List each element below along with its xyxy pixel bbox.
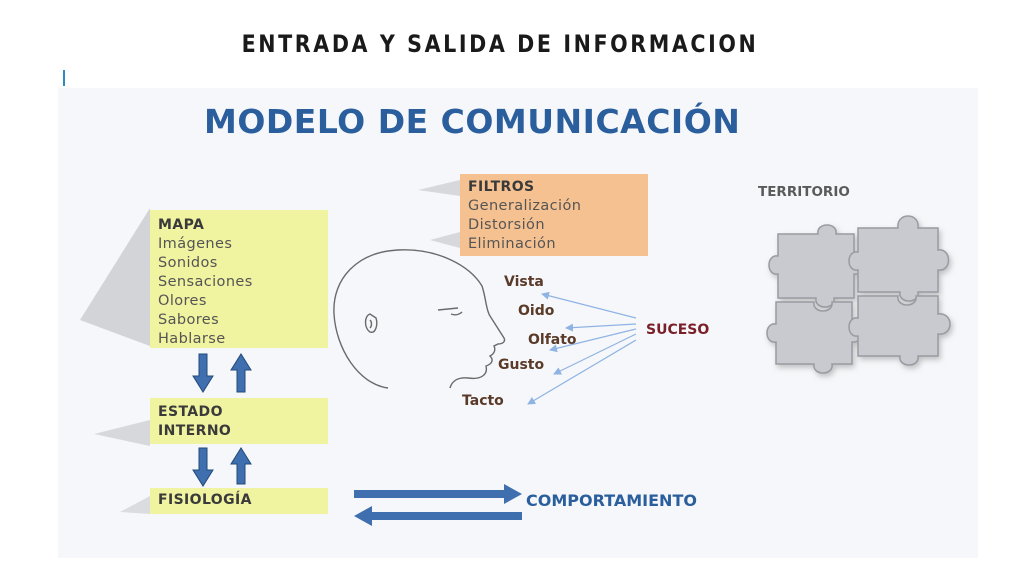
diagram-graphics [192, 215, 951, 526]
head-profile-icon [333, 249, 506, 389]
territorio-label: TERRITORIO [758, 184, 850, 200]
diagram-shadows [80, 180, 460, 514]
sense-arrows [527, 291, 637, 405]
filtros-box: FILTROS Generalización Distorsión Elimin… [460, 174, 648, 256]
filtros-item: Eliminación [468, 236, 556, 252]
accent-bar [63, 70, 65, 86]
sense-label-vista: Vista [504, 274, 544, 290]
mapa-box: MAPA Imágenes Sonidos Sensaciones Olores… [150, 210, 328, 348]
mapa-item: Sonidos [158, 255, 218, 271]
sense-label-oido: Oido [518, 303, 555, 319]
fisiologia-label: FISIOLOGÍA [158, 492, 252, 508]
fisiologia-box: FISIOLOGÍA [150, 488, 328, 514]
diagram-title: MODELO DE COMUNICACIÓN [204, 102, 741, 141]
puzzle-icon [766, 215, 951, 374]
mapa-item: Sensaciones [158, 274, 253, 290]
mapa-estado-arrows [192, 353, 252, 393]
comportamiento-arrows [354, 484, 522, 526]
suceso-label: SUCESO [646, 322, 710, 338]
filtros-item: Generalización [468, 198, 582, 214]
mapa-item: Sabores [158, 312, 220, 328]
estado-fisiologia-arrows [192, 447, 252, 487]
filtros-item: Distorsión [468, 217, 545, 233]
mapa-heading: MAPA [158, 217, 205, 233]
sense-label-olfato: Olfato [528, 332, 577, 348]
mapa-item: Hablarse [158, 331, 226, 347]
sense-label-gusto: Gusto [498, 357, 545, 373]
sense-label-tacto: Tacto [462, 393, 504, 409]
comportamiento-label: COMPORTAMIENTO [526, 491, 697, 510]
filtros-heading: FILTROS [468, 179, 535, 195]
mapa-item: Olores [158, 293, 207, 309]
diagram-panel: MODELO DE COMUNICACIÓN MAPA Imágenes Son… [58, 88, 978, 558]
estado-interno-box: ESTADO INTERNO [150, 398, 328, 444]
mapa-item: Imágenes [158, 236, 233, 252]
estado-line1: ESTADO [158, 404, 223, 420]
slide-title: ENTRADA Y SALIDA DE INFORMACION [241, 30, 759, 58]
estado-line2: INTERNO [158, 423, 232, 439]
